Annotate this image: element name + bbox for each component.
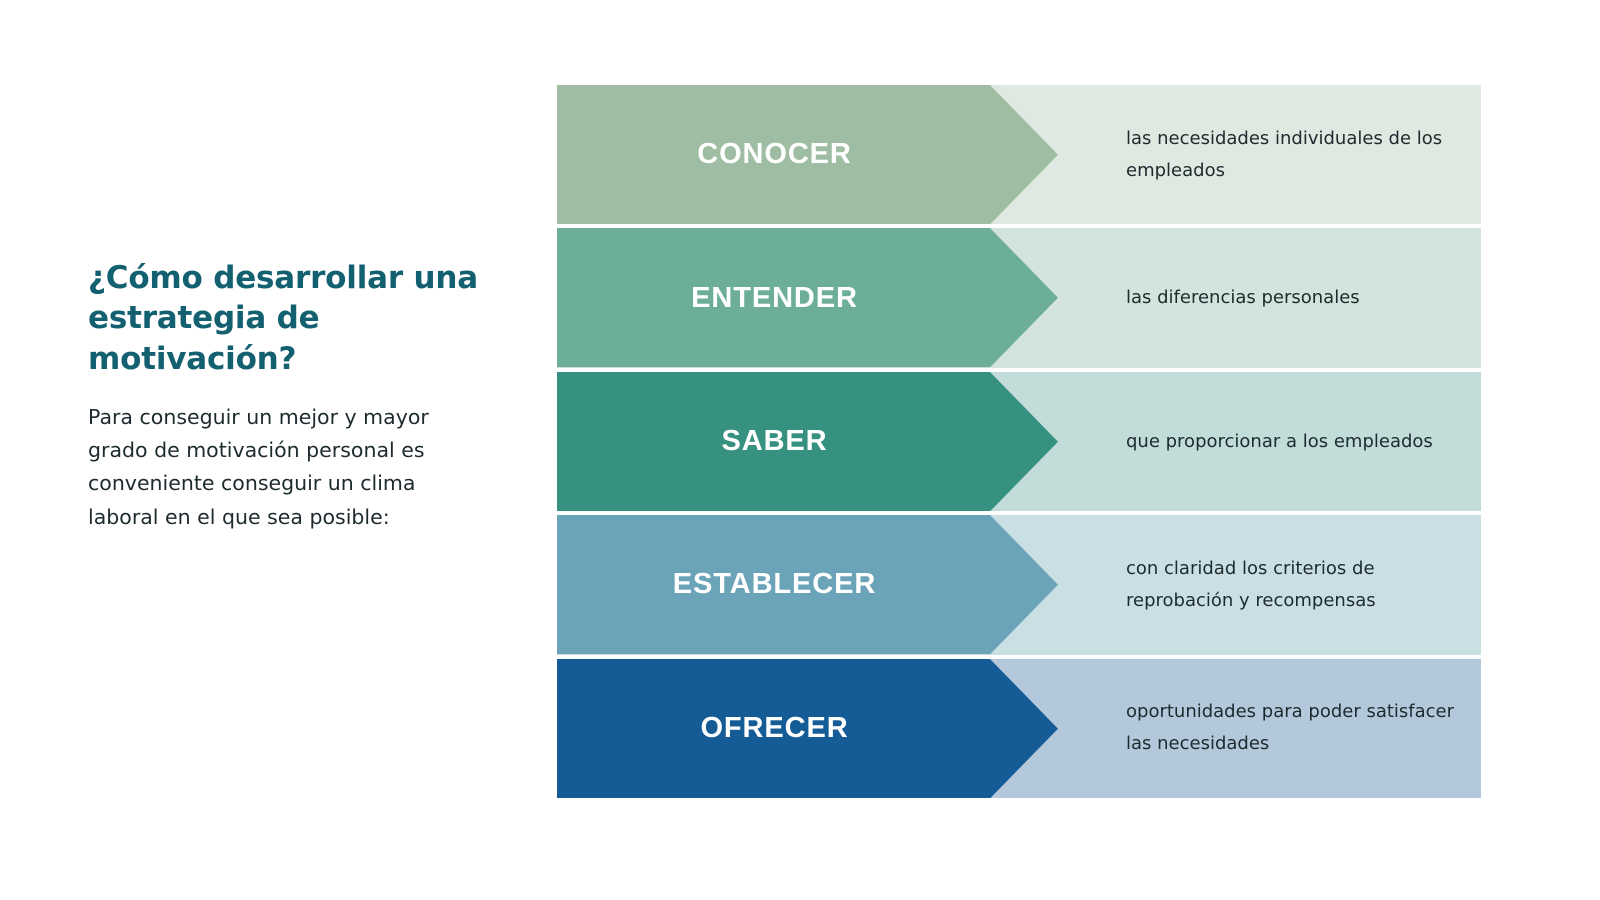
- funnel-description-text: oportunidades para poder satisfacer las …: [1126, 701, 1455, 755]
- funnel-arrow[interactable]: OFRECER: [557, 658, 1058, 799]
- funnel-row[interactable]: ENTENDER las diferencias personales: [557, 228, 1481, 368]
- funnel-description-text: las diferencias personales: [1126, 287, 1360, 309]
- funnel-arrow[interactable]: ESTABLECER: [557, 515, 1058, 655]
- funnel-arrow-label: CONOCER: [697, 138, 852, 171]
- intro-paragraph: Para conseguir un mejor y mayor grado de…: [88, 404, 429, 529]
- funnel-arrow-label: SABER: [721, 425, 828, 458]
- funnel-description-text: las necesidades individuales de los empl…: [1126, 127, 1443, 181]
- chevron-arrow-icon: [557, 85, 1058, 225]
- funnel-description-panel[interactable]: las diferencias personales: [990, 228, 1481, 368]
- chevron-arrow-icon: [557, 658, 1058, 799]
- chevron-arrow-icon: [557, 515, 1058, 655]
- funnel-arrow-label: OFRECER: [700, 711, 849, 744]
- funnel-diagram: CONOCER las necesidades individuales de …: [557, 85, 1481, 799]
- funnel-row[interactable]: ESTABLECER con claridad los criterios de…: [557, 515, 1481, 655]
- funnel-arrow-label: ESTABLECER: [672, 568, 877, 601]
- funnel-arrow[interactable]: ENTENDER: [557, 228, 1058, 368]
- funnel-description-text: que proporcionar a los empleados: [1126, 430, 1433, 452]
- funnel-row[interactable]: OFRECER oportunidades para poder satisfa…: [557, 658, 1481, 799]
- left-text-column: ¿Cómo desarrollar una estrategia de moti…: [88, 258, 478, 534]
- funnel-description-panel[interactable]: con claridad los criterios de reprobació…: [990, 515, 1481, 655]
- funnel-arrow[interactable]: CONOCER: [557, 85, 1058, 225]
- chevron-arrow-icon: [557, 371, 1058, 512]
- funnel-arrow-label: ENTENDER: [691, 281, 858, 314]
- page-title: ¿Cómo desarrollar una estrategia de moti…: [88, 260, 478, 377]
- funnel-description-panel[interactable]: oportunidades para poder satisfacer las …: [990, 658, 1481, 799]
- funnel-description-panel[interactable]: las necesidades individuales de los empl…: [990, 85, 1481, 225]
- chevron-arrow-icon: [557, 228, 1058, 368]
- funnel-description-text: con claridad los criterios de reprobació…: [1126, 557, 1376, 611]
- funnel-row[interactable]: SABER que proporcionar a los empleados: [557, 371, 1481, 512]
- funnel-row[interactable]: CONOCER las necesidades individuales de …: [557, 85, 1481, 225]
- funnel-arrow[interactable]: SABER: [557, 371, 1058, 512]
- funnel-description-panel[interactable]: que proporcionar a los empleados: [990, 371, 1481, 512]
